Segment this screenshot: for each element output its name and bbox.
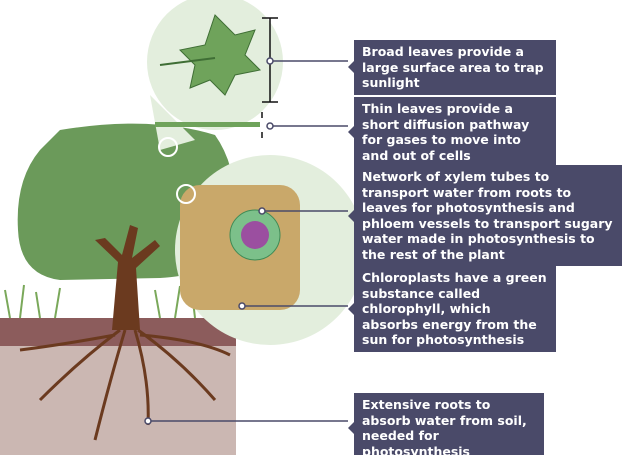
leaf-marker — [158, 137, 178, 157]
roots — [19, 328, 231, 441]
cell-marker — [176, 184, 196, 204]
label-broad-leaves: Broad leaves provide a large surface are… — [348, 40, 556, 95]
broad-leaf — [178, 14, 262, 96]
label-roots: Extensive roots to absorb water from soi… — [348, 393, 544, 455]
callout-lines — [144, 17, 348, 425]
trunk — [95, 225, 160, 330]
thin-leaf — [155, 122, 260, 127]
label-chloroplasts: Chloroplasts have a green substance call… — [348, 266, 556, 352]
leaf-stem — [159, 57, 216, 66]
label-thin-leaves: Thin leaves provide a short diffusion pa… — [348, 97, 556, 167]
xylem-phloem — [241, 221, 269, 249]
label-xylem-phloem: Network of xylem tubes to transport wate… — [348, 165, 622, 266]
